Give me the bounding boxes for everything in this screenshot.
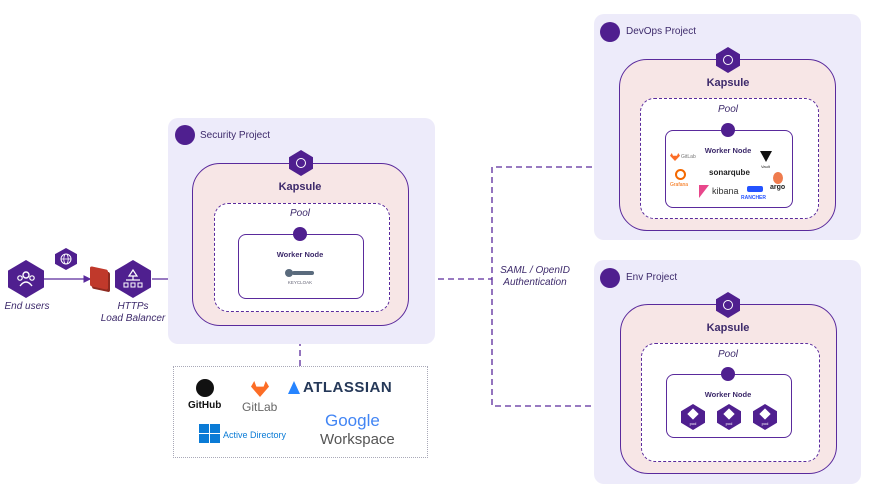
workspace-label: Workspace	[320, 431, 395, 448]
load-balancer-label-2: Load Balancer	[100, 313, 166, 324]
env-project-title: Env Project	[626, 272, 678, 283]
security-kapsule-label: Kapsule	[278, 181, 322, 193]
auth-caption-line2: Authentication	[503, 277, 567, 288]
devops-project-title: DevOps Project	[626, 26, 697, 37]
env-worker-label: Worker Node	[704, 390, 752, 399]
devops-kapsule-label: Kapsule	[706, 77, 750, 89]
kapsule-icon	[716, 47, 740, 73]
devops-pool-label: Pool	[717, 104, 738, 115]
grafana-icon	[675, 169, 686, 180]
devops-worker-label: Worker Node	[704, 146, 752, 155]
keycloak-to-devops-arrow	[318, 163, 668, 280]
chip-icon	[721, 367, 735, 381]
gitlab-small-icon	[670, 153, 680, 161]
load-balancer-label-1: HTTPs	[117, 301, 149, 312]
security-worker-label: Worker Node	[276, 250, 324, 259]
github-label: GitHub	[188, 400, 222, 411]
devops-grafana-label: Grafana	[670, 182, 689, 188]
argo-icon	[773, 172, 783, 184]
load-balancer-icon	[115, 260, 151, 298]
github-icon	[196, 379, 214, 397]
globe-icon	[55, 248, 77, 270]
rancher-icon	[747, 186, 763, 192]
end-users-label: End users	[4, 301, 50, 312]
project-icon	[600, 22, 620, 42]
devops-rancher-label: RANCHER	[741, 195, 766, 201]
pod-icon: pod	[753, 404, 777, 430]
devops-sonarqube-label: sonarqube	[709, 168, 750, 177]
kapsule-icon	[289, 150, 313, 176]
devops-vault-label: Vault	[761, 164, 770, 169]
windows-icon	[199, 424, 221, 444]
devops-kibana-label: kibana	[712, 186, 739, 196]
project-icon	[175, 125, 195, 145]
project-icon	[600, 268, 620, 288]
security-worker-node	[238, 234, 364, 299]
env-kapsule-label: Kapsule	[706, 322, 750, 334]
chip-icon	[293, 227, 307, 241]
chip-icon	[721, 123, 735, 137]
kapsule-icon	[716, 292, 740, 318]
devops-argo-label: argo	[770, 184, 786, 191]
identity-providers-box	[173, 366, 428, 458]
active-directory-label: Active Directory	[223, 430, 287, 440]
atlassian-label: ATLASSIAN	[303, 379, 393, 396]
pod-icon: pod	[717, 404, 741, 430]
security-project-title: Security Project	[200, 130, 271, 141]
firewall-icon	[90, 266, 108, 290]
devops-gitlab-label: GitLab	[681, 154, 696, 160]
end-users-icon	[8, 260, 44, 298]
security-pool-label: Pool	[289, 208, 310, 219]
pod-icon: pod	[681, 404, 705, 430]
kibana-icon	[699, 185, 709, 198]
vault-icon	[760, 151, 772, 162]
google-label: Google	[325, 411, 380, 430]
auth-caption-line1: SAML / OpenID	[500, 265, 570, 276]
env-pool-label: Pool	[717, 349, 738, 360]
keycloak-logo: KEYCLOAK	[284, 268, 316, 288]
gitlab-label: GitLab	[242, 400, 278, 414]
